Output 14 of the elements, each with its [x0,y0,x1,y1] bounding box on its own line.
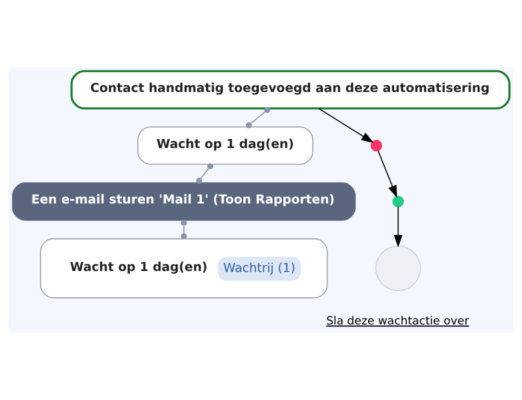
node-circle [375,246,421,292]
node-label: Sla deze wachtactie over [326,314,470,328]
node-cross [370,140,382,152]
node-box: Een e-mail sturen 'Mail 1' (Toon Rapporten) [12,182,356,221]
arrow [318,108,374,143]
connector [196,163,214,184]
arrow [394,206,402,248]
connector [246,107,270,128]
node-box: Wacht op 1 dag(en) [137,126,314,165]
node-box: Contact handmatig toegevoegd aan deze automatisering [70,70,510,110]
arrow [378,150,398,198]
node-check [392,196,404,208]
node-box: Wacht op 1 dag(en) Wachtrij (1) [40,238,328,298]
connector [180,220,187,240]
